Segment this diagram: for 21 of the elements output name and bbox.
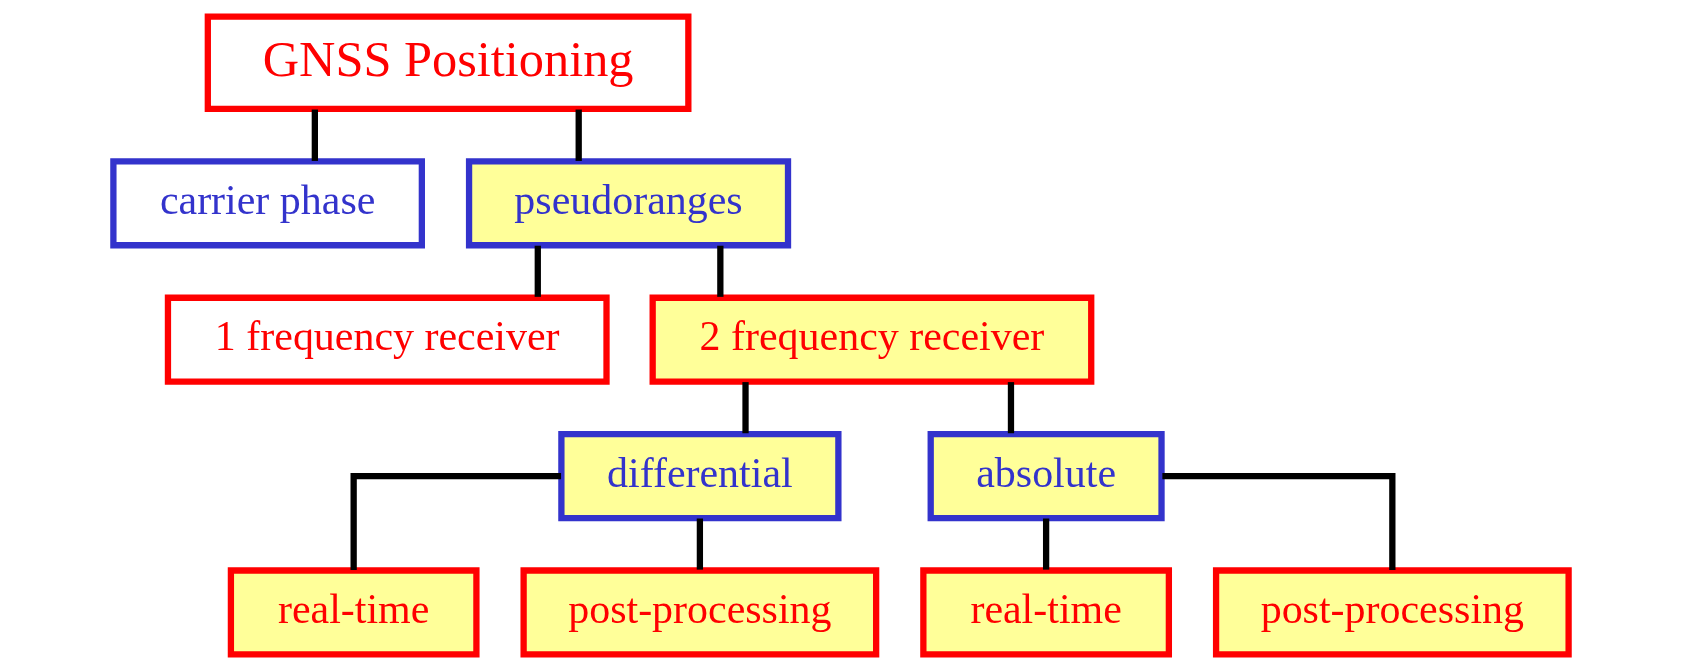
connector xyxy=(311,109,318,161)
connector xyxy=(742,382,749,434)
connector xyxy=(717,245,724,297)
node-box: absolute xyxy=(927,430,1165,522)
node-box: post-processing xyxy=(1212,567,1572,658)
connector xyxy=(534,245,541,297)
connector xyxy=(1007,382,1015,434)
node-box: differential xyxy=(558,430,842,522)
connector xyxy=(350,472,562,571)
connector xyxy=(1162,472,1396,571)
connector xyxy=(1042,518,1050,570)
connector xyxy=(696,518,704,570)
node-box: post-processing xyxy=(520,567,880,658)
connector xyxy=(575,109,582,161)
node-box: real-time xyxy=(920,567,1172,658)
node-box: 2 frequency receiver xyxy=(649,294,1095,385)
node-box: pseudoranges xyxy=(465,158,792,249)
node-box: carrier phase xyxy=(110,158,425,249)
node-box: 1 frequency receiver xyxy=(164,294,610,385)
node-box: GNSS Positioning xyxy=(204,13,692,113)
node-box: real-time xyxy=(227,567,480,658)
